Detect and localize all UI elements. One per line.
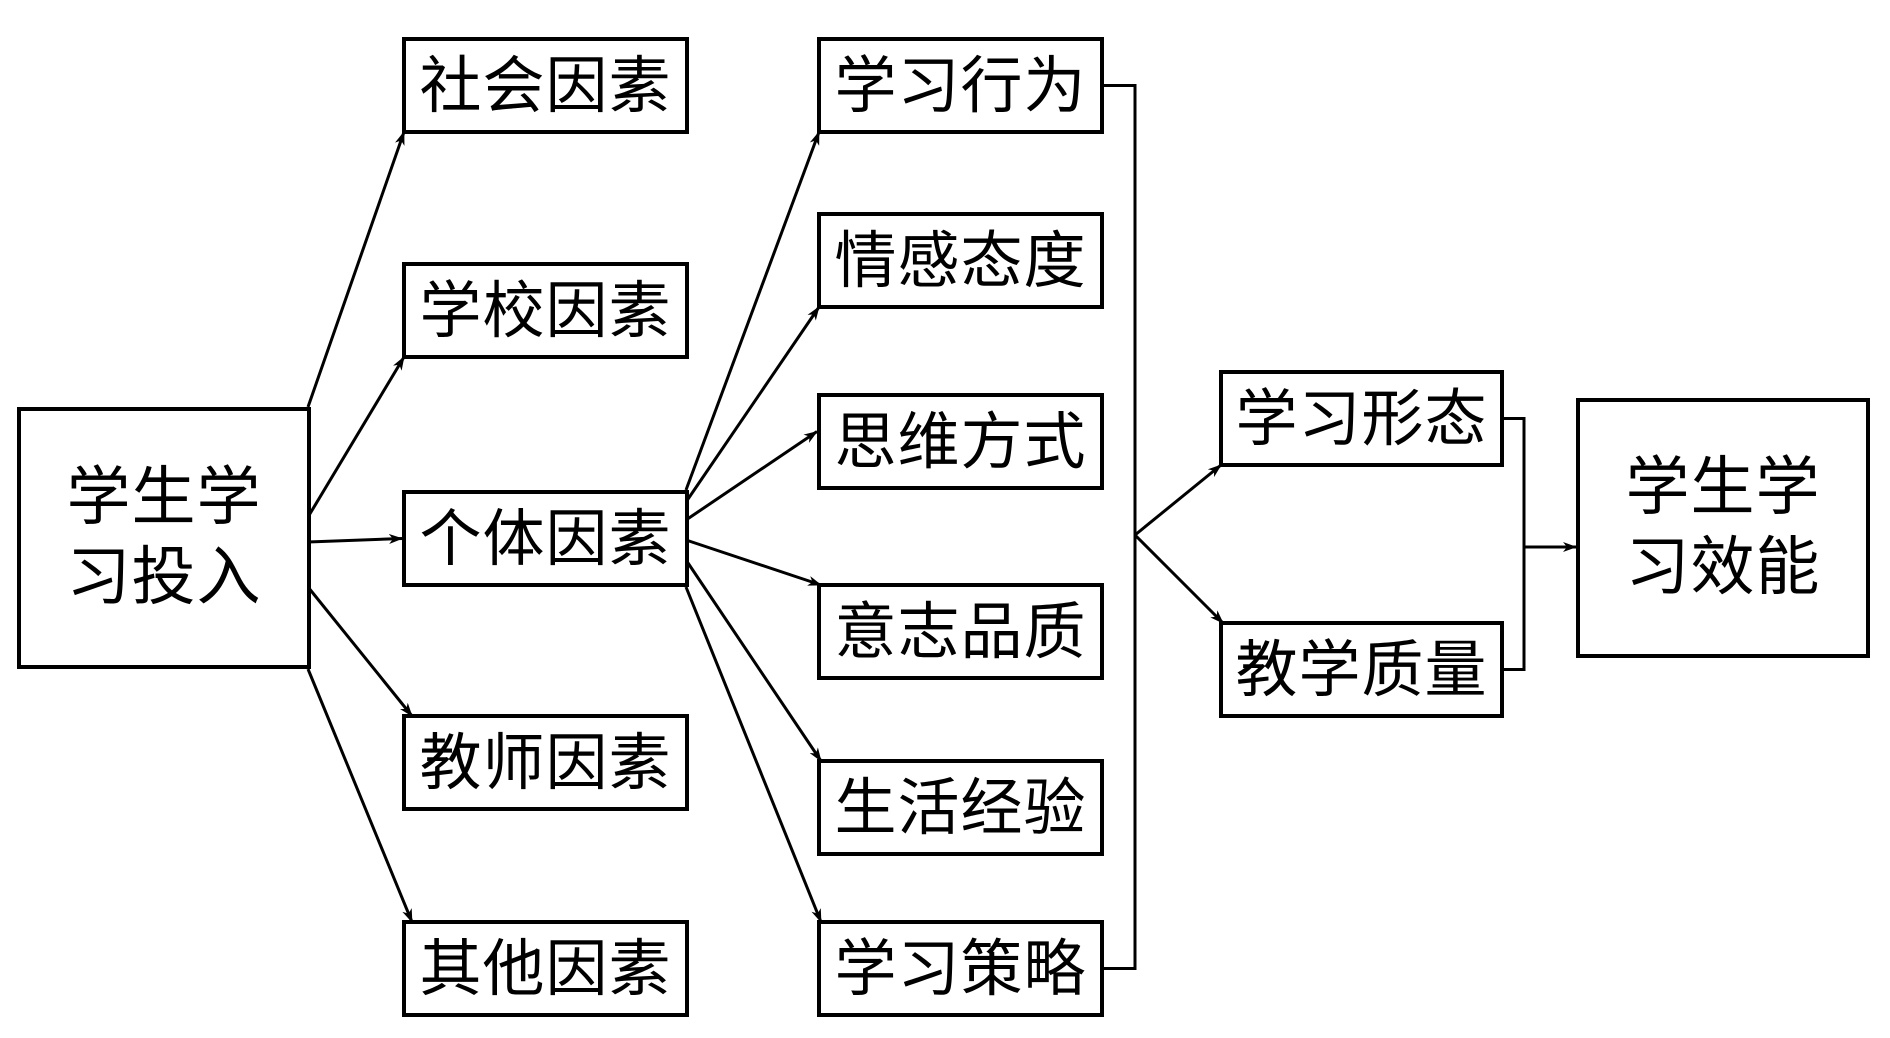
arrow-individual-to-aspect-4 (684, 559, 823, 762)
arrow-individual-to-aspect-1 (684, 306, 821, 503)
node-willpower-quality: 意志品质 (817, 583, 1104, 680)
arrow-to-teaching-quality (1133, 533, 1225, 625)
arrow-input-to-factor-3 (306, 586, 414, 717)
arrow-individual-to-aspect-0 (684, 131, 821, 491)
bracket-mediators (1504, 417, 1526, 671)
node-learning-behavior: 学习行为 (817, 37, 1104, 134)
arrow-individual-to-aspect-5 (684, 586, 823, 923)
arrow-input-to-factor-1 (306, 356, 406, 518)
bracket-individual-aspects (1104, 84, 1137, 970)
arrow-to-learning-form (1134, 463, 1222, 537)
node-emotional-attitude: 情感态度 (817, 212, 1104, 309)
node-school-factors: 学校因素 (402, 262, 689, 359)
arrow-input-to-factor-2 (307, 533, 403, 544)
arrow-individual-to-aspect-2 (685, 430, 818, 522)
node-individual-factors: 个体因素 (402, 490, 689, 587)
node-life-experience: 生活经验 (817, 759, 1104, 856)
node-teacher-factors: 教师因素 (402, 714, 689, 811)
node-other-factors: 其他因素 (402, 920, 689, 1017)
node-learning-form: 学习形态 (1219, 370, 1504, 467)
node-teaching-quality: 教学质量 (1219, 621, 1504, 718)
node-learning-strategy: 学习策略 (817, 920, 1104, 1017)
arrow-input-to-factor-4 (306, 668, 414, 923)
node-social-factors: 社会因素 (402, 37, 689, 134)
node-student-learning-input: 学生学习投入 (17, 407, 311, 669)
arrow-input-to-factor-0 (306, 131, 406, 408)
node-thinking-mode: 思维方式 (817, 393, 1104, 490)
node-student-learning-efficacy: 学生学习效能 (1576, 398, 1870, 658)
arrow-individual-to-aspect-3 (685, 538, 822, 587)
